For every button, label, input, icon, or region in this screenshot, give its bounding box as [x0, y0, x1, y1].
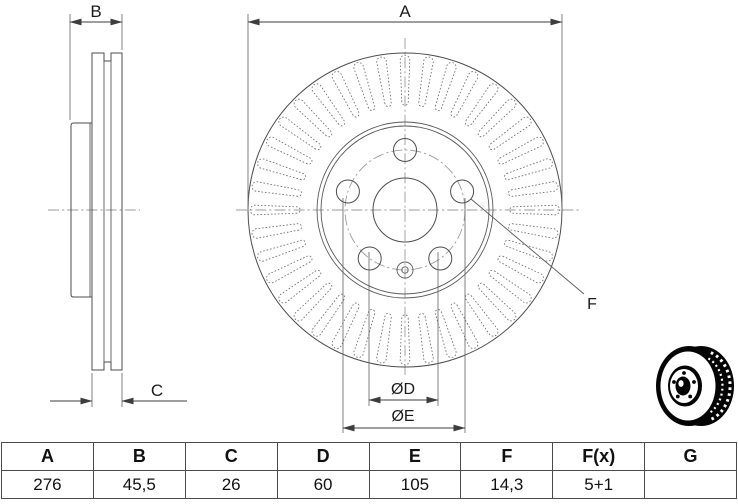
hub-outer-circle	[320, 125, 490, 295]
bolt-hole	[428, 246, 453, 271]
icon-center-bore	[675, 376, 691, 396]
vent-slot	[464, 293, 499, 337]
vent-slot	[450, 302, 479, 349]
vent-slot	[477, 282, 517, 322]
dimension-d: ØD	[368, 252, 439, 406]
vent-slot	[311, 293, 346, 337]
vent-slot	[497, 255, 544, 284]
col-header-f: F	[460, 442, 554, 471]
vent-slot	[251, 223, 302, 239]
vent-slots	[249, 54, 561, 366]
hub-hat-profile	[70, 122, 92, 298]
value-a: 276	[1, 470, 94, 499]
vent-slot	[504, 239, 553, 262]
vent-slot	[497, 136, 544, 165]
vent-slot	[311, 83, 346, 127]
table-header-row: A B C D E F F(x) G	[1, 442, 737, 471]
vent-slot	[293, 282, 333, 322]
vent-slot	[353, 309, 376, 358]
value-f: 14,3	[460, 470, 554, 499]
vent-slot	[504, 158, 553, 181]
locating-hole-outer	[396, 261, 414, 279]
vent-slot	[450, 71, 479, 118]
value-d: 60	[276, 470, 370, 499]
dimension-b: B	[69, 2, 123, 120]
col-header-a: A	[1, 442, 94, 471]
vent-slot	[266, 136, 313, 165]
col-header-c: C	[184, 442, 278, 471]
bolt-hole	[357, 246, 382, 271]
front-view: A ØD ØE F	[236, 2, 597, 433]
vent-slot	[434, 62, 457, 111]
dimensions-table: A B C D E F F(x) G 276 45,5 26 60 105 14…	[1, 442, 737, 499]
vent-slot	[488, 269, 532, 304]
vent-slot	[376, 313, 392, 364]
col-header-e: E	[368, 442, 462, 471]
value-g	[644, 470, 737, 499]
vent-slot	[251, 181, 302, 197]
value-c: 26	[184, 470, 278, 499]
value-fx: 5+1	[552, 470, 646, 499]
bolt-hole	[450, 179, 475, 204]
col-header-fx: F(x)	[552, 442, 646, 471]
vent-slot	[434, 309, 457, 358]
center-bore-circle	[372, 177, 438, 243]
brake-disc-drawing: B C	[48, 2, 734, 433]
dimension-c: C	[50, 373, 187, 407]
vent-slot	[399, 54, 411, 106]
vent-slot	[376, 56, 392, 107]
dimension-a: A	[247, 2, 563, 210]
value-b: 45,5	[92, 470, 186, 499]
vent-slot	[278, 269, 322, 304]
vent-slot	[488, 116, 532, 151]
col-header-g: G	[644, 442, 737, 471]
dim-a-label: A	[399, 2, 411, 21]
vent-slot	[418, 56, 434, 107]
dim-f-label: F	[587, 296, 597, 313]
vent-slot	[257, 239, 306, 262]
dim-e-label: ØE	[391, 408, 414, 425]
side-view: B C	[48, 2, 187, 407]
leader-f-line	[470, 198, 585, 295]
dimension-e: ØE	[342, 198, 466, 433]
vent-slot	[477, 98, 517, 138]
vent-slot	[399, 314, 411, 366]
vent-slot	[249, 204, 301, 216]
locating-hole-inner	[401, 266, 409, 274]
vent-slot	[266, 255, 313, 284]
table-values-row: 276 45,5 26 60 105 14,3 5+1	[1, 470, 737, 499]
vent-slot	[257, 158, 306, 181]
vent-slot	[508, 181, 559, 197]
leader-f: F	[470, 198, 597, 313]
vent-slot	[353, 62, 376, 111]
bolt-hole	[393, 138, 417, 162]
bolt-hole	[335, 179, 360, 204]
friction-surface-inner-circle	[316, 121, 494, 299]
vent-slot	[464, 83, 499, 127]
col-header-b: B	[92, 442, 186, 471]
vent-slot	[509, 204, 561, 216]
friction-ring-profile	[91, 52, 123, 371]
value-e: 105	[368, 470, 462, 499]
vent-slot	[278, 116, 322, 151]
vent-slot	[293, 98, 333, 138]
brake-disc-photo-icon	[656, 346, 734, 426]
vent-slot	[418, 313, 434, 364]
vent-slot	[508, 223, 559, 239]
dim-d-label: ØD	[391, 381, 415, 398]
vent-slot	[331, 71, 360, 118]
col-header-d: D	[276, 442, 370, 471]
vent-slot	[331, 302, 360, 349]
dim-b-label: B	[90, 2, 101, 21]
dim-c-label: C	[151, 381, 163, 400]
